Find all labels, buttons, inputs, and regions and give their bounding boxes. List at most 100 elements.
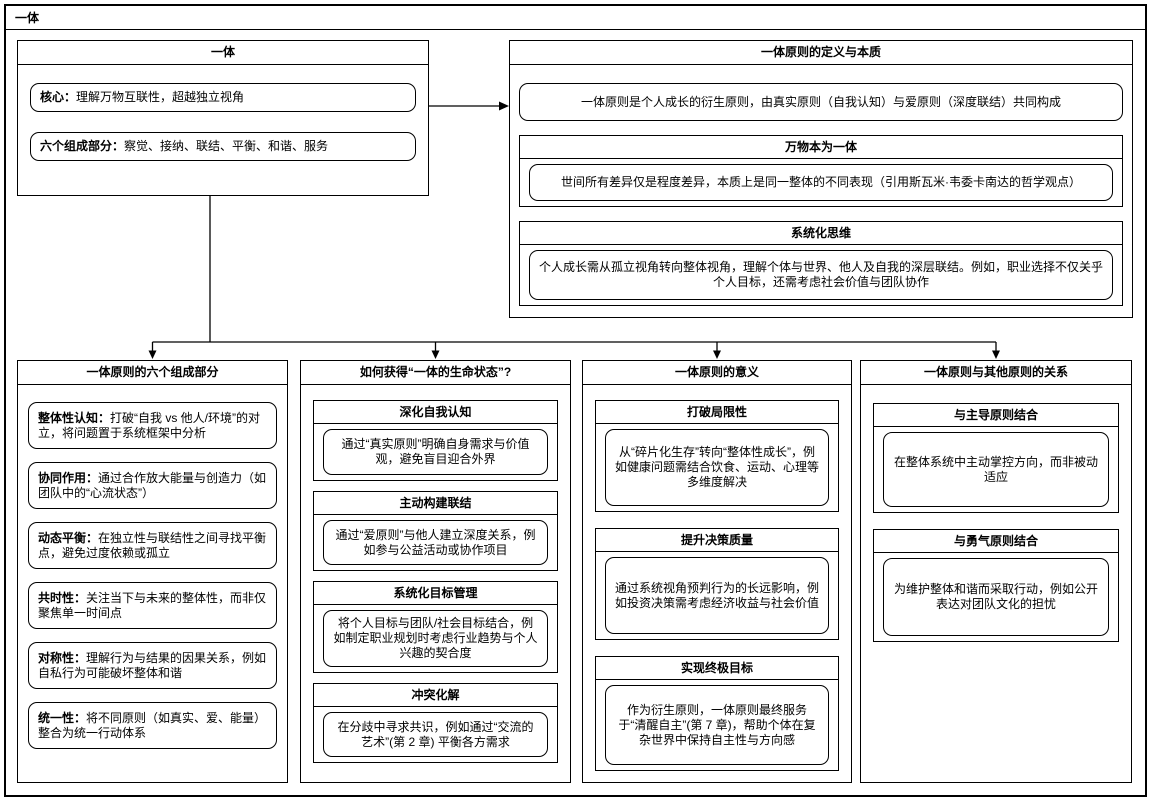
- item-label: 六个组成部分：: [40, 139, 125, 153]
- component-item: 统一性：将不同原则（如真实、爱、能量）整合为统一行动体系: [28, 702, 277, 749]
- section-all-is-one: 万物本为一体 世间所有差异仅是程度差异，本质上是同一整体的不同表现（引用斯瓦米·…: [519, 135, 1123, 207]
- node-relations: 一体原则与其他原则的关系 与主导原则结合 在整体系统中主动掌控方向，而非被动适应…: [860, 360, 1132, 783]
- section-build-connections: 主动构建联结 通过“爱原则”与他人建立深度关系，例如参与公益活动或协作项目: [313, 491, 558, 571]
- item-label: 核心：: [40, 90, 77, 104]
- item-text-wrap: 协同作用：通过合作放大能量与创造力（如团队中的“心流状态”）: [38, 471, 267, 501]
- definition-intro: 一体原则是个人成长的衍生原则，由真实原则（自我认知）与爱原则（深度联结）共同构成: [519, 83, 1123, 121]
- section-body: 通过“爱原则”与他人建立深度关系，例如参与公益活动或协作项目: [314, 515, 557, 570]
- item-text: 在独立性与联结性之间寻找平衡点，避免过度依赖或孤立: [38, 530, 267, 560]
- section-content: 将个人目标与团队/社会目标结合，例如制定职业规划时考虑行业趋势与个人兴趣的契合度: [323, 610, 548, 667]
- node-title: 一体原则与其他原则的关系: [861, 361, 1131, 385]
- node-definition-essence: 一体原则的定义与本质 一体原则是个人成长的衍生原则，由真实原则（自我认知）与爱原…: [509, 40, 1133, 318]
- section-body: 作为衍生原则，一体原则最终服务于“清醒自主”(第 7 章)，帮助个体在复杂世界中…: [596, 680, 838, 770]
- node-title: 一体: [18, 41, 428, 65]
- section-body: 通过“真实原则”明确自身需求与价值观，避免盲目迎合外界: [314, 424, 557, 480]
- section-content: 个人成长需从孤立视角转向整体视角，理解个体与世界、他人及自我的深层联结。例如，职…: [529, 250, 1113, 300]
- section-conflict-resolution: 冲突化解 在分歧中寻求共识，例如通过“交流的艺术”(第 2 章) 平衡各方需求: [313, 683, 558, 763]
- item-text: 通过合作放大能量与创造力（如团队中的“心流状态”）: [38, 470, 267, 500]
- item-text-wrap: 核心：理解万物互联性，超越独立视角: [40, 90, 244, 105]
- section-body: 为维护整体和谐而采取行动，例如公开表达对团队文化的担忧: [874, 553, 1118, 641]
- section-content: 在分歧中寻求共识，例如通过“交流的艺术”(第 2 章) 平衡各方需求: [323, 712, 548, 757]
- item-text: 通过“真实原则”明确自身需求与价值观，避免盲目迎合外界: [341, 437, 530, 466]
- section-improve-decision-quality: 提升决策质量 通过系统视角预判行为的长远影响，例如投资决策需考虑经济收益与社会价…: [595, 528, 839, 640]
- section-title: 主动构建联结: [314, 492, 557, 515]
- section-title: 实现终极目标: [596, 657, 838, 680]
- section-title: 冲突化解: [314, 684, 557, 707]
- node-title: 如何获得“一体的生命状态”?: [301, 361, 570, 385]
- section-title: 提升决策质量: [596, 529, 838, 552]
- section-content: 通过“真实原则”明确自身需求与价值观，避免盲目迎合外界: [323, 429, 548, 475]
- section-title: 系统化思维: [520, 222, 1122, 245]
- section-title: 万物本为一体: [520, 136, 1122, 159]
- section-content: 为维护整体和谐而采取行动，例如公开表达对团队文化的担忧: [883, 558, 1109, 636]
- item-text: 理解万物互联性，超越独立视角: [76, 90, 245, 104]
- item-label: 整体性认知：: [38, 410, 111, 425]
- item-text-wrap: 统一性：将不同原则（如真实、爱、能量）整合为统一行动体系: [38, 711, 267, 741]
- item-text-wrap: 六个组成部分：察觉、接纳、联结、平衡、和谐、服务: [40, 139, 328, 154]
- node-title: 一体原则的意义: [583, 361, 851, 385]
- section-body: 在整体系统中主动掌控方向，而非被动适应: [874, 427, 1118, 512]
- section-with-leading-principle: 与主导原则结合 在整体系统中主动掌控方向，而非被动适应: [873, 403, 1119, 513]
- section-with-courage-principle: 与勇气原则结合 为维护整体和谐而采取行动，例如公开表达对团队文化的担忧: [873, 529, 1119, 642]
- section-systematic-goal-management: 系统化目标管理 将个人目标与团队/社会目标结合，例如制定职业规划时考虑行业趋势与…: [313, 581, 558, 673]
- item-text: 将个人目标与团队/社会目标结合，例如制定职业规划时考虑行业趋势与个人兴趣的契合度: [333, 616, 538, 660]
- item-text: 作为衍生原则，一体原则最终服务于“清醒自主”(第 7 章)，帮助个体在复杂世界中…: [618, 702, 816, 747]
- item-text: 一体原则是个人成长的衍生原则，由真实原则（自我认知）与爱原则（深度联结）共同构成: [580, 94, 1061, 109]
- item-text: 世间所有差异仅是程度差异，本质上是同一整体的不同表现（引用斯瓦米·韦委卡南达的哲…: [561, 175, 1081, 189]
- section-body: 从“碎片化生存”转向“整体性成长”，例如健康问题需结合饮食、运动、心理等多维度解…: [596, 424, 838, 511]
- node-how-to-obtain: 如何获得“一体的生命状态”? 深化自我认知 通过“真实原则”明确自身需求与价值观…: [300, 360, 571, 783]
- item-text: 关注当下与未来的整体性，而非仅聚焦单一时间点: [38, 590, 267, 620]
- item-text: 从“碎片化生存”转向“整体性成长”，例如健康问题需结合饮食、运动、心理等多维度解…: [615, 445, 820, 489]
- item-text: 察觉、接纳、联结、平衡、和谐、服务: [124, 139, 329, 153]
- page-title-bar: 一体: [6, 6, 1145, 30]
- section-body: 世间所有差异仅是程度差异，本质上是同一整体的不同表现（引用斯瓦米·韦委卡南达的哲…: [520, 159, 1122, 206]
- item-text: 个人成长需从孤立视角转向整体视角，理解个体与世界、他人及自我的深层联结。例如，职…: [539, 260, 1104, 289]
- six-components-item: 六个组成部分：察觉、接纳、联结、平衡、和谐、服务: [30, 132, 416, 161]
- section-deepen-self-knowledge: 深化自我认知 通过“真实原则”明确自身需求与价值观，避免盲目迎合外界: [313, 400, 558, 481]
- node-title: 一体原则的定义与本质: [510, 41, 1132, 65]
- item-text: 理解行为与结果的因果关系，例如自私行为可能破坏整体和谐: [38, 650, 267, 680]
- item-text: 将不同原则（如真实、爱、能量）整合为统一行动体系: [38, 710, 267, 740]
- item-text-wrap: 整体性认知：打破“自我 vs 他人/环境”的对立，将问题置于系统框架中分析: [38, 411, 267, 441]
- section-title: 深化自我认知: [314, 401, 557, 424]
- section-content: 通过“爱原则”与他人建立深度关系，例如参与公益活动或协作项目: [323, 520, 548, 565]
- page-frame: 一体: [4, 4, 1147, 797]
- item-label: 对称性：: [38, 650, 87, 665]
- section-systems-thinking: 系统化思维 个人成长需从孤立视角转向整体视角，理解个体与世界、他人及自我的深层联…: [519, 221, 1123, 306]
- section-body: 个人成长需从孤立视角转向整体视角，理解个体与世界、他人及自我的深层联结。例如，职…: [520, 245, 1122, 305]
- node-meaning: 一体原则的意义 打破局限性 从“碎片化生存”转向“整体性成长”，例如健康问题需结…: [582, 360, 852, 783]
- section-content: 世间所有差异仅是程度差异，本质上是同一整体的不同表现（引用斯瓦米·韦委卡南达的哲…: [529, 164, 1113, 201]
- item-text: 打破“自我 vs 他人/环境”的对立，将问题置于系统框架中分析: [38, 410, 261, 440]
- item-text-wrap: 共时性：关注当下与未来的整体性，而非仅聚焦单一时间点: [38, 591, 267, 621]
- section-content: 在整体系统中主动掌控方向，而非被动适应: [883, 432, 1109, 507]
- component-item: 共时性：关注当下与未来的整体性，而非仅聚焦单一时间点: [28, 582, 277, 629]
- item-text-wrap: 对称性：理解行为与结果的因果关系，例如自私行为可能破坏整体和谐: [38, 651, 267, 681]
- section-body: 通过系统视角预判行为的长远影响，例如投资决策需考虑经济收益与社会价值: [596, 552, 838, 639]
- core-item: 核心：理解万物互联性，超越独立视角: [30, 83, 416, 112]
- section-title: 与主导原则结合: [874, 404, 1118, 427]
- component-item: 协同作用：通过合作放大能量与创造力（如团队中的“心流状态”）: [28, 462, 277, 509]
- section-body: 在分歧中寻求共识，例如通过“交流的艺术”(第 2 章) 平衡各方需求: [314, 707, 557, 762]
- item-label: 统一性：: [38, 710, 87, 725]
- node-yiti-root: 一体 核心：理解万物互联性，超越独立视角 六个组成部分：察觉、接纳、联结、平衡、…: [17, 40, 429, 196]
- section-body: 将个人目标与团队/社会目标结合，例如制定职业规划时考虑行业趋势与个人兴趣的契合度: [314, 605, 557, 672]
- item-text-wrap: 动态平衡：在独立性与联结性之间寻找平衡点，避免过度依赖或孤立: [38, 531, 267, 561]
- item-label: 共时性：: [38, 590, 87, 605]
- item-text: 为维护整体和谐而采取行动，例如公开表达对团队文化的担忧: [893, 582, 1098, 611]
- section-title: 系统化目标管理: [314, 582, 557, 605]
- section-break-limitations: 打破局限性 从“碎片化生存”转向“整体性成长”，例如健康问题需结合饮食、运动、心…: [595, 400, 839, 512]
- section-title: 与勇气原则结合: [874, 530, 1118, 553]
- page-title: 一体: [15, 11, 40, 25]
- item-text: 在分歧中寻求共识，例如通过“交流的艺术”(第 2 章) 平衡各方需求: [337, 719, 534, 749]
- node-six-components: 一体原则的六个组成部分 整体性认知：打破“自我 vs 他人/环境”的对立，将问题…: [17, 360, 288, 783]
- item-text: 通过系统视角预判行为的长远影响，例如投资决策需考虑经济收益与社会价值: [615, 580, 820, 610]
- component-item: 对称性：理解行为与结果的因果关系，例如自私行为可能破坏整体和谐: [28, 642, 277, 689]
- item-label: 动态平衡：: [38, 530, 99, 545]
- node-title: 一体原则的六个组成部分: [18, 361, 287, 385]
- section-content: 从“碎片化生存”转向“整体性成长”，例如健康问题需结合饮食、运动、心理等多维度解…: [605, 429, 829, 506]
- section-achieve-ultimate-goal: 实现终极目标 作为衍生原则，一体原则最终服务于“清醒自主”(第 7 章)，帮助个…: [595, 656, 839, 771]
- item-text: 在整体系统中主动掌控方向，而非被动适应: [893, 454, 1098, 484]
- component-item: 整体性认知：打破“自我 vs 他人/环境”的对立，将问题置于系统框架中分析: [28, 402, 277, 449]
- component-item: 动态平衡：在独立性与联结性之间寻找平衡点，避免过度依赖或孤立: [28, 522, 277, 569]
